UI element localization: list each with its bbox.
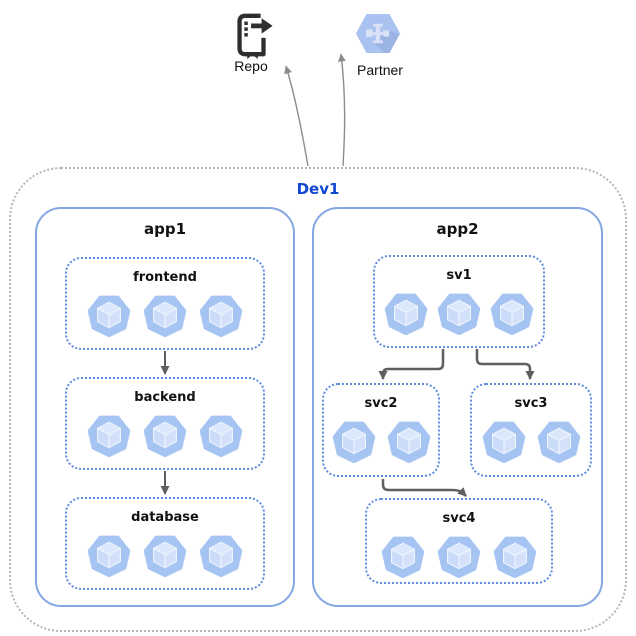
app2-label: app2 <box>436 220 479 238</box>
kubernetes-pod-icon <box>143 295 187 337</box>
kubernetes-pod-icon <box>437 293 481 335</box>
kubernetes-pod-icon <box>490 293 534 335</box>
svc2-label: svc2 <box>364 396 398 411</box>
kubernetes-pod-icon <box>387 421 430 463</box>
backend-label: backend <box>134 390 196 405</box>
svc4-label: svc4 <box>442 511 476 526</box>
kubernetes-pod-icon <box>381 536 425 578</box>
dev1-boundary: Dev1 <box>9 167 627 632</box>
cluster-app2: app2 <box>312 207 603 607</box>
kubernetes-pod-icon <box>482 421 525 463</box>
kubernetes-pod-icon <box>199 535 243 577</box>
group-svc3: svc3 <box>470 383 592 477</box>
kubernetes-pod-icon <box>384 293 428 335</box>
svc2-pods <box>332 418 431 463</box>
group-sv1: sv1 <box>373 255 545 348</box>
dev1-label: Dev1 <box>296 180 340 198</box>
kubernetes-pod-icon <box>199 295 243 337</box>
frontend-pods <box>87 292 243 337</box>
frontend-label: frontend <box>133 270 197 285</box>
group-backend: backend <box>65 377 265 470</box>
svc4-pods <box>381 533 537 578</box>
database-label: database <box>131 510 199 525</box>
kubernetes-pod-icon <box>87 295 131 337</box>
partner-label: Partner <box>357 62 403 78</box>
kubernetes-pod-icon <box>493 536 537 578</box>
kubernetes-pod-icon <box>143 535 187 577</box>
kubernetes-pod-icon <box>87 535 131 577</box>
backend-pods <box>87 412 243 457</box>
svc3-pods <box>482 418 581 463</box>
edge-dev1-repo <box>284 65 309 167</box>
kubernetes-pod-icon <box>87 415 131 457</box>
kubernetes-pod-icon <box>537 421 580 463</box>
group-svc2: svc2 <box>322 383 440 477</box>
edge-dev1-partner <box>337 53 346 167</box>
kubernetes-pod-icon <box>332 421 375 463</box>
database-pods <box>87 532 243 577</box>
kubernetes-pod-icon <box>437 536 481 578</box>
svc3-label: svc3 <box>514 396 548 411</box>
source-repository-icon <box>237 13 273 59</box>
partner-hexagon-icon <box>355 14 401 53</box>
group-database: database <box>65 497 265 590</box>
app1-label: app1 <box>143 220 187 238</box>
kubernetes-pod-icon <box>199 415 243 457</box>
group-svc4: svc4 <box>365 498 553 584</box>
repo-label: Repo <box>234 58 268 74</box>
sv1-label: sv1 <box>446 268 472 283</box>
kubernetes-pod-icon <box>143 415 187 457</box>
sv1-pods <box>384 290 534 335</box>
group-frontend: frontend <box>65 257 265 350</box>
